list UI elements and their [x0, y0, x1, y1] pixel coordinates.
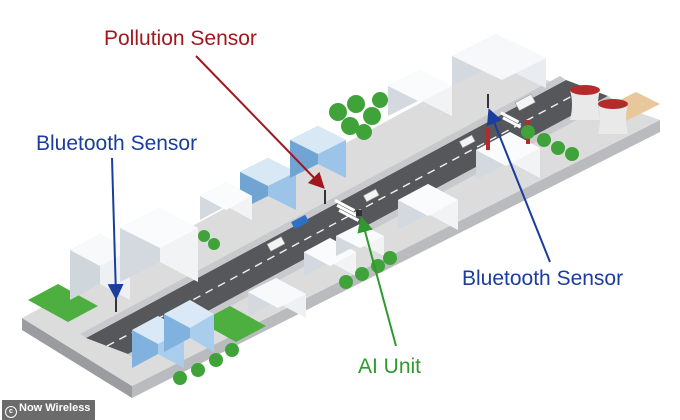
- cooling-towers: [570, 85, 628, 134]
- truck-white: [514, 93, 536, 112]
- bluetooth-sensor-right-label: Bluetooth Sensor: [462, 267, 624, 290]
- credit-mark-icon: c: [5, 406, 17, 418]
- crosswalk-east: [500, 111, 522, 129]
- industrial-block-center: [398, 184, 458, 230]
- ai-unit-arrow: [357, 216, 397, 347]
- warehouse-north: [452, 34, 546, 88]
- crosswalk-center: [334, 198, 360, 222]
- glass-tower-2: [290, 126, 346, 178]
- grass-plot-west: [28, 284, 98, 322]
- trees-east: [521, 125, 579, 161]
- building-north-3: [200, 182, 252, 220]
- car-white: [266, 236, 286, 252]
- ai-unit-label: AI Unit: [358, 355, 422, 378]
- car-blue: [291, 214, 309, 230]
- bluetooth-sensor-left-arrow: [107, 157, 124, 300]
- building-north-2: [120, 208, 198, 282]
- ground-slab-side: [22, 318, 132, 398]
- ai-unit-box: [356, 210, 362, 216]
- factory-south: [248, 278, 306, 318]
- building-north-4: [388, 70, 452, 116]
- pollution-sensor-arrow: [195, 55, 325, 189]
- car-light: [363, 188, 380, 203]
- grass-plot-south: [200, 306, 266, 342]
- bluetooth-sensor-left-label: Bluetooth Sensor: [36, 132, 198, 155]
- sidewalk-north: [80, 76, 566, 338]
- trees-north: [198, 92, 388, 250]
- car-east: [459, 134, 476, 149]
- bluetooth-sensor-right-arrow: [487, 108, 551, 263]
- glass-tower-1: [240, 158, 296, 210]
- glass-building-south: [132, 300, 214, 368]
- credit-text: Now Wireless: [19, 402, 91, 414]
- pollution-sensor-label: Pollution Sensor: [104, 27, 257, 50]
